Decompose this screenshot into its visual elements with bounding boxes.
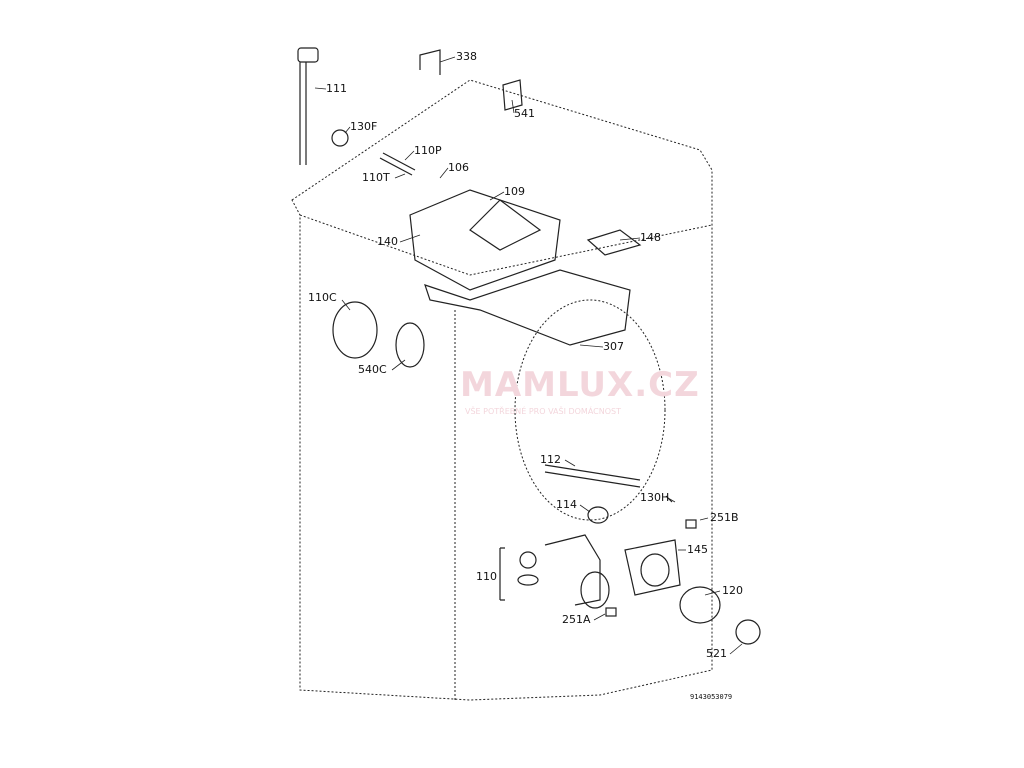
label-251a: 251A — [562, 613, 591, 626]
pump-145 — [624, 539, 681, 596]
watermark-brand: MAMLUX.CZ — [460, 365, 700, 405]
label-521: 521 — [706, 647, 727, 660]
part-251b — [685, 519, 697, 529]
label-112: 112 — [540, 453, 561, 466]
label-338: 338 — [456, 50, 477, 63]
label-110c: 110C — [308, 291, 337, 304]
clamp-540c — [395, 322, 425, 368]
label-140: 140 — [377, 235, 398, 248]
filter-130f — [331, 129, 349, 147]
label-110t: 110T — [362, 171, 390, 184]
bellows-110c — [332, 301, 378, 359]
dispenser-109 — [409, 189, 561, 291]
inlet-hose — [299, 62, 307, 165]
bracket-338 — [419, 49, 441, 75]
filter-120 — [679, 586, 721, 624]
label-541: 541 — [514, 107, 535, 120]
label-307: 307 — [603, 340, 624, 353]
hose-nut — [297, 47, 319, 63]
part-114 — [587, 506, 609, 524]
label-148: 148 — [640, 231, 661, 244]
label-109: 109 — [504, 185, 525, 198]
drawer-307 — [424, 269, 631, 346]
label-106: 106 — [448, 161, 469, 174]
hose-112 — [544, 464, 641, 488]
pipes-110 — [379, 152, 416, 176]
label-110: 110 — [476, 570, 497, 583]
label-540c: 540C — [358, 363, 387, 376]
label-130h: 130H — [640, 491, 670, 504]
label-111: 111 — [326, 82, 347, 95]
label-251b: 251B — [710, 511, 739, 524]
label-145: 145 — [687, 543, 708, 556]
label-120: 120 — [722, 584, 743, 597]
part-251a — [605, 607, 617, 617]
clamp-521 — [735, 619, 761, 645]
label-130f: 130F — [350, 120, 378, 133]
label-114: 114 — [556, 498, 577, 511]
part-541 — [502, 79, 523, 111]
leader-lines — [314, 56, 743, 655]
cabinet-outline — [291, 79, 713, 701]
sump-110 — [544, 534, 601, 606]
parts — [297, 47, 761, 645]
part-148 — [586, 229, 642, 256]
watermark-tagline: VŠE POTŘEBNÉ PRO VAŠI DOMÁCNOST — [465, 407, 621, 416]
drawing-code: 9143053079 — [690, 693, 733, 701]
label-110p: 110P — [414, 144, 442, 157]
